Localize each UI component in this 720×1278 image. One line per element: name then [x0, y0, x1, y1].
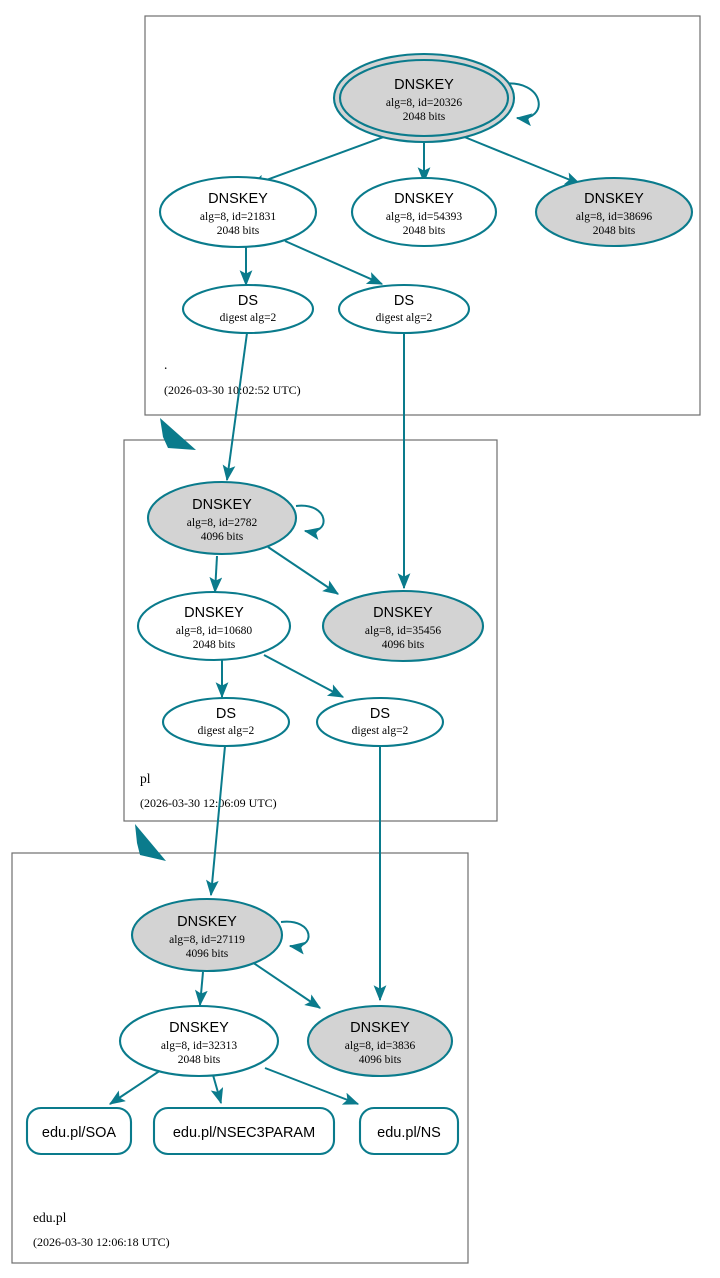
zone-name-root: . [164, 357, 167, 372]
dnskey-27119-ellipse [130, 897, 284, 973]
dnskey-2782-ellipse [146, 480, 298, 556]
ds-pl-left-type: DS [216, 706, 236, 722]
dnskey-35456-detail: alg=8, id=35456 [365, 625, 441, 637]
dnskey-32313-detail: alg=8, id=32313 [161, 1040, 237, 1052]
node-dnskey-2782[interactable]: DNSKEY alg=8, id=2782 4096 bits [146, 480, 298, 556]
dnskey-27119-detail: alg=8, id=27119 [169, 934, 245, 946]
rrset-soa-box [25, 1106, 133, 1156]
dnskey-21831-size: 2048 bits [217, 225, 260, 237]
edge-rrsig-20326-to-21831 [248, 134, 390, 187]
ds-root-left-type: DS [238, 293, 258, 309]
ds-root-right-detail: digest alg=2 [376, 312, 433, 324]
edge-rrsig-32313-to-nsec3param [210, 1074, 224, 1105]
edge-rrsig-10680-to-ds-right [263, 654, 345, 698]
dnskey-2782-detail: alg=8, id=2782 [187, 517, 258, 529]
node-ds-root-left[interactable]: DS digest alg=2 [181, 283, 315, 335]
node-rrset-ns[interactable]: edu.pl/NS [358, 1106, 460, 1156]
rrset-soa-label: edu.pl/SOA [42, 1125, 116, 1141]
zone-name-edupl: edu.pl [33, 1210, 67, 1225]
dnskey-38696-type: DNSKEY [584, 191, 644, 207]
dnskey-21831-type: DNSKEY [208, 191, 268, 207]
node-ds-pl-left[interactable]: DS digest alg=2 [161, 696, 291, 748]
dnskey-10680-size: 2048 bits [193, 639, 236, 651]
edge-rrsig-20326-to-38696 [461, 135, 582, 185]
rrset-nsec3param-label: edu.pl/NSEC3PARAM [173, 1125, 315, 1141]
node-dnskey-38696[interactable]: DNSKEY alg=8, id=38696 2048 bits [534, 176, 694, 248]
dnskey-38696-size: 2048 bits [593, 225, 636, 237]
dnskey-21831-ellipse [158, 175, 318, 249]
node-rrset-soa[interactable]: edu.pl/SOA [25, 1106, 133, 1156]
edge-rrsig-21831-to-ds-right [284, 240, 384, 285]
dnskey-27119-size: 4096 bits [186, 948, 229, 960]
edge-rrsig-20326-self-loop [500, 82, 540, 127]
delegation-arrow-root-to-pl [160, 418, 196, 450]
ds-root-right-type: DS [394, 293, 414, 309]
edge-rrsig-27119-to-3836 [251, 961, 321, 1009]
dnskey-10680-detail: alg=8, id=10680 [176, 625, 252, 637]
node-dnskey-21831[interactable]: DNSKEY alg=8, id=21831 2048 bits [158, 175, 318, 249]
dnskey-38696-ellipse [534, 176, 694, 248]
dnskey-54393-detail: alg=8, id=54393 [386, 211, 462, 223]
edge-rrsig-2782-self-loop [295, 504, 325, 540]
dnskey-35456-type: DNSKEY [373, 605, 433, 621]
rrset-nsec3param-box [152, 1106, 336, 1156]
node-dnskey-20326[interactable]: DNSKEY alg=8, id=20326 2048 bits [332, 52, 516, 144]
dnskey-20326-size: 2048 bits [403, 111, 446, 123]
dnskey-20326-type: DNSKEY [394, 77, 454, 93]
ds-root-left-detail: digest alg=2 [220, 312, 277, 324]
dnskey-3836-size: 4096 bits [359, 1054, 402, 1066]
ds-pl-right-detail: digest alg=2 [352, 725, 409, 737]
ds-root-left-ellipse [181, 283, 315, 335]
dnskey-27119-type: DNSKEY [177, 914, 237, 930]
dnskey-10680-type: DNSKEY [184, 605, 244, 621]
edge-rrsig-2782-to-35456 [267, 546, 339, 595]
dnskey-32313-ellipse [118, 1004, 280, 1078]
rrset-ns-box [358, 1106, 460, 1156]
node-rrset-nsec3param[interactable]: edu.pl/NSEC3PARAM [152, 1106, 336, 1156]
dnskey-54393-size: 2048 bits [403, 225, 446, 237]
dnskey-10680-ellipse [136, 590, 292, 662]
edge-rrsig-27119-to-32313 [194, 971, 208, 1007]
dnskey-20326-detail: alg=8, id=20326 [386, 97, 462, 109]
node-ds-root-right[interactable]: DS digest alg=2 [337, 283, 471, 335]
dnskey-54393-type: DNSKEY [394, 191, 454, 207]
dnskey-35456-size: 4096 bits [382, 639, 425, 651]
dnskey-2782-size: 4096 bits [201, 531, 244, 543]
edge-ds-root-left-to-dnskey-2782 [222, 332, 248, 482]
node-dnskey-27119[interactable]: DNSKEY alg=8, id=27119 4096 bits [130, 897, 284, 973]
edge-ds-pl-left-to-dnskey-27119 [206, 745, 226, 897]
dnskey-3836-detail: alg=8, id=3836 [345, 1040, 416, 1052]
dnskey-3836-type: DNSKEY [350, 1020, 410, 1036]
node-dnskey-10680[interactable]: DNSKEY alg=8, id=10680 2048 bits [136, 590, 292, 662]
node-dnskey-32313[interactable]: DNSKEY alg=8, id=32313 2048 bits [118, 1004, 280, 1078]
node-ds-pl-right[interactable]: DS digest alg=2 [315, 696, 445, 748]
edge-rrsig-27119-self-loop [280, 920, 310, 955]
ds-pl-left-ellipse [161, 696, 291, 748]
edge-rrsig-32313-to-soa [109, 1067, 165, 1105]
dnskey-32313-type: DNSKEY [169, 1020, 229, 1036]
zone-timestamp-root: (2026-03-30 10:02:52 UTC) [164, 383, 301, 397]
dnskey-54393-ellipse [350, 176, 498, 248]
node-dnskey-3836[interactable]: DNSKEY alg=8, id=3836 4096 bits [306, 1004, 454, 1078]
node-dnskey-54393[interactable]: DNSKEY alg=8, id=54393 2048 bits [350, 176, 498, 248]
dnskey-21831-detail: alg=8, id=21831 [200, 211, 276, 223]
node-dnskey-35456[interactable]: DNSKEY alg=8, id=35456 4096 bits [321, 589, 485, 663]
zone-timestamp-pl: (2026-03-30 12:06:09 UTC) [140, 796, 277, 810]
dnskey-38696-detail: alg=8, id=38696 [576, 211, 652, 223]
zone-timestamp-edupl: (2026-03-30 12:06:18 UTC) [33, 1235, 170, 1249]
dnskey-20326-inner-ellipse [338, 58, 510, 138]
rrset-ns-label: edu.pl/NS [377, 1125, 441, 1141]
edge-rrsig-32313-to-ns [264, 1067, 360, 1105]
ds-pl-left-detail: digest alg=2 [198, 725, 255, 737]
ds-pl-right-type: DS [370, 706, 390, 722]
delegation-arrow-pl-to-edupl [135, 824, 166, 861]
edge-rrsig-2782-to-10680 [209, 555, 223, 594]
dnskey-35456-ellipse [321, 589, 485, 663]
dnskey-2782-type: DNSKEY [192, 497, 252, 513]
dnskey-32313-size: 2048 bits [178, 1054, 221, 1066]
zone-name-pl: pl [140, 771, 151, 786]
dnskey-3836-ellipse [306, 1004, 454, 1078]
